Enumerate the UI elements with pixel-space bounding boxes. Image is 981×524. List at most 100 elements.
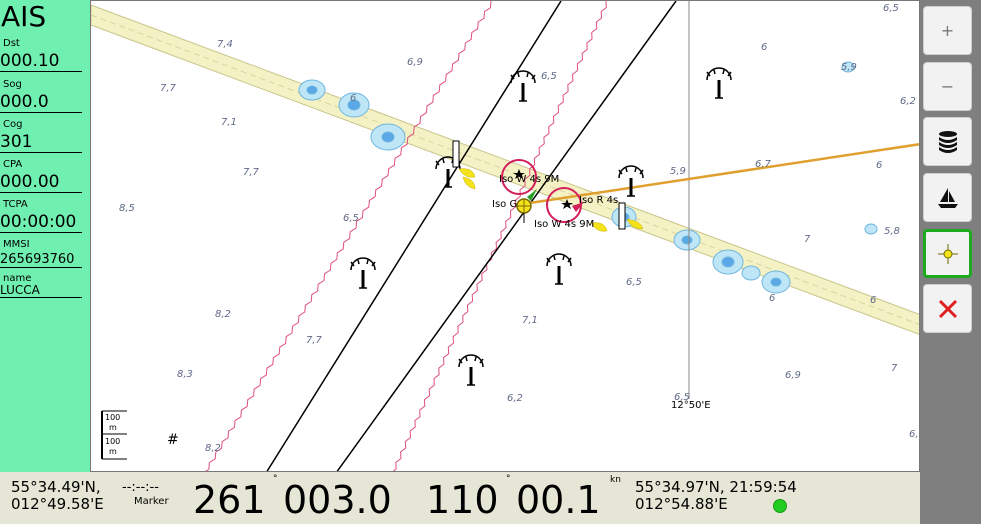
- ship-heading-icon: [527, 189, 537, 201]
- depth-sounding: 7: [891, 363, 898, 374]
- depth-sounding: 6: [870, 295, 876, 306]
- light-stars: [513, 169, 573, 209]
- nautical-chart[interactable]: 6,5 7,4 6,9 7,7 7,1 7,7 8,5 6,5 6,5 5,9 …: [90, 0, 920, 472]
- depth-sounding: 6,5: [343, 213, 359, 224]
- ais-cog-field: Cog 301: [0, 119, 82, 153]
- scale-bottom-value: 100: [105, 437, 120, 446]
- marker-label[interactable]: Marker: [134, 496, 169, 507]
- close-button[interactable]: [923, 284, 972, 333]
- beacon-icon: [706, 67, 732, 99]
- ais-cpa-value: 000.00: [0, 172, 60, 192]
- ais-panel: AIS Dst 000.10 Sog 000.0 Cog 301 CPA 000…: [0, 0, 90, 472]
- close-icon: [938, 299, 957, 318]
- gps-longitude: 012°54.88'E: [635, 495, 728, 513]
- gps-status-icon: [773, 499, 787, 513]
- depth-sounding: 6,7: [755, 159, 772, 170]
- depth-sounding: 7,7: [243, 167, 260, 178]
- depth-soundings: 6,5 7,4 6,9 7,7 7,1 7,7 8,5 6,5 6,5 5,9 …: [119, 3, 919, 454]
- bearing-degree-symbol: °: [273, 474, 278, 484]
- database-layers-icon: [938, 130, 957, 153]
- depth-sounding: 7,1: [221, 117, 237, 128]
- depth-sounding: 7: [804, 234, 811, 245]
- depth-sounding: 6,9: [785, 370, 801, 381]
- ais-sog-label: Sog: [3, 79, 22, 90]
- depth-sounding: 5,9: [841, 62, 857, 73]
- right-toolbar: + −: [920, 0, 981, 524]
- depth-sounding: 6,5: [674, 392, 690, 403]
- crosshair-position-icon: [937, 243, 958, 264]
- marker-distance: 003.0: [283, 478, 392, 522]
- depth-sounding: 6,9: [407, 57, 423, 68]
- cursor-longitude: 012°49.58'E: [11, 495, 104, 513]
- ais-cpa-label: CPA: [3, 159, 23, 170]
- light-label: Iso W 4s 9M: [499, 174, 559, 185]
- ais-cog-label: Cog: [3, 119, 23, 130]
- ais-name-value: LUCCA: [0, 283, 40, 297]
- ais-title: AIS: [1, 0, 47, 33]
- depth-sounding: 8,2: [215, 309, 231, 320]
- depth-sounding: 6: [876, 160, 882, 171]
- ais-dst-field: Dst 000.10: [0, 38, 82, 72]
- depth-sounding: 6: [761, 42, 767, 53]
- chart-canvas[interactable]: 6,5 7,4 6,9 7,7 7,1 7,7 8,5 6,5 6,5 5,9 …: [91, 1, 920, 472]
- star-icon: [561, 199, 573, 209]
- depth-sounding: 6,2: [507, 393, 523, 404]
- ais-boat-button[interactable]: [923, 173, 972, 222]
- depth-sounding: 8,2: [205, 443, 221, 454]
- depth-sounding: 6,5: [541, 71, 557, 82]
- meridian-label: 12°50'E: [671, 400, 711, 411]
- scale-top-value: 100: [105, 413, 120, 422]
- red-light-marker-icon: [572, 202, 584, 212]
- light-label: Iso W 4s 9M: [534, 219, 594, 230]
- beacon-icon: [510, 70, 536, 102]
- beacon-icon: [618, 165, 644, 197]
- lane-line-2: [336, 1, 677, 471]
- course-over-ground: 110: [426, 478, 499, 522]
- ais-sog-value: 000.0: [0, 92, 49, 112]
- zoom-in-button[interactable]: +: [923, 6, 972, 55]
- depth-sounding: 7,7: [306, 335, 323, 346]
- depth-sounding: 6: [350, 93, 356, 104]
- plus-icon: +: [940, 20, 955, 40]
- course-track-line: [522, 143, 919, 206]
- light-tower-icon: [618, 202, 626, 230]
- beacon-symbols: [350, 67, 732, 386]
- sailboat-icon: [937, 187, 958, 208]
- ais-dst-label: Dst: [3, 38, 20, 49]
- ais-name-field: name LUCCA: [0, 273, 82, 298]
- ais-mmsi-value: 265693760: [0, 252, 75, 267]
- ais-sog-field: Sog 000.0: [0, 79, 82, 113]
- depth-sounding: 6,2: [900, 96, 916, 107]
- beacon-icon: [546, 253, 572, 285]
- ais-cpa-field: CPA 000.00: [0, 159, 82, 193]
- depth-sounding: 8,5: [119, 203, 135, 214]
- channel-centerline: [91, 14, 919, 325]
- depth-sounding: 7,1: [522, 315, 538, 326]
- speed-unit: kn: [610, 475, 621, 485]
- minus-icon: −: [940, 76, 955, 96]
- depth-sounding: 6,: [909, 429, 919, 440]
- scale-top-unit: m: [109, 423, 117, 432]
- beacon-icon: [350, 257, 376, 289]
- scale-bar: 100 m 100 m: [101, 410, 127, 460]
- ais-cog-value: 301: [0, 132, 33, 152]
- layers-button[interactable]: [923, 117, 972, 166]
- depth-sounding: 7,7: [160, 83, 177, 94]
- depth-sounding: 6: [769, 293, 775, 304]
- gps-latitude-time: 55°34.97'N, 21:59:54: [635, 478, 797, 496]
- course-degree-symbol: °: [506, 474, 511, 484]
- own-ship-marker[interactable]: [516, 189, 537, 223]
- scale-bottom-unit: m: [109, 447, 117, 456]
- depth-sounding: 5,8: [884, 226, 900, 237]
- ais-mmsi-label: MMSI: [3, 239, 30, 250]
- center-position-button[interactable]: [923, 229, 972, 278]
- star-icon: [513, 169, 525, 179]
- light-label: Iso G: [492, 199, 517, 210]
- light-flares: [458, 168, 644, 232]
- zoom-out-button[interactable]: −: [923, 62, 972, 111]
- restricted-area-boundaries: [205, 1, 607, 471]
- wreck-hash-symbol: #: [167, 432, 179, 448]
- depth-sounding: 8,3: [177, 369, 193, 380]
- light-tower-icon: [452, 140, 460, 168]
- cursor-latitude: 55°34.49'N,: [11, 478, 101, 496]
